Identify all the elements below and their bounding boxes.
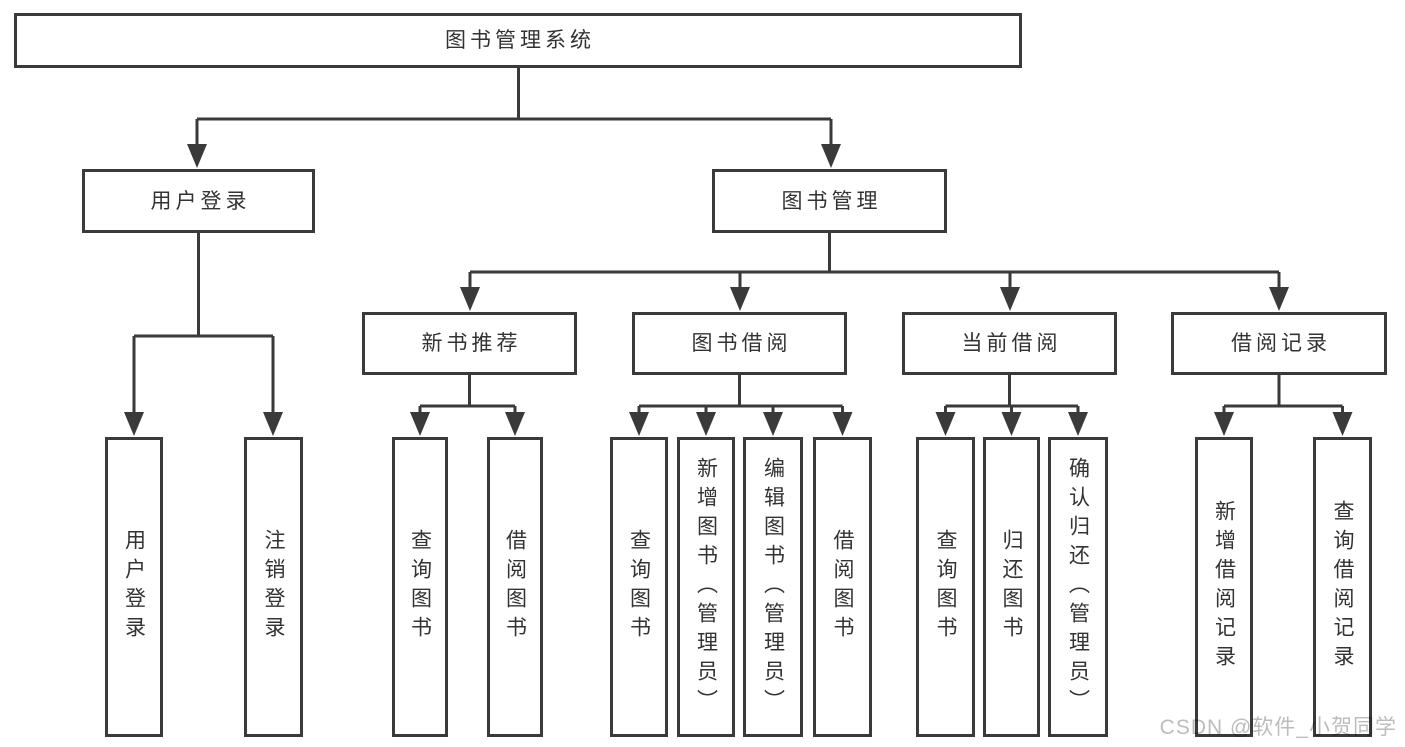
node-leaf-query-borrow-record: 查询借阅记录 — [1313, 437, 1372, 737]
connector-book-to-level3 — [460, 233, 1289, 311]
connector-records-to-leaves — [1214, 375, 1353, 436]
node-leaf-confirm-return-admin: 确认归还（管理员） — [1048, 437, 1108, 737]
csdn-watermark: CSDN @软件_小贺同学 — [1159, 716, 1397, 739]
connector-newbook-to-leaves — [410, 375, 525, 436]
node-leaf-edit-book-admin: 编辑图书（管理员） — [743, 437, 803, 737]
node-leaf-query-book-2: 查询图书 — [610, 437, 668, 737]
node-user-login-group: 用户登录 — [82, 169, 315, 233]
node-leaf-query-book-3: 查询图书 — [916, 437, 975, 737]
node-leaf-add-borrow-record: 新增借阅记录 — [1195, 437, 1253, 737]
node-book-borrow: 图书借阅 — [632, 312, 847, 375]
connector-root-to-level2 — [187, 68, 841, 168]
node-borrow-records: 借阅记录 — [1171, 312, 1387, 375]
node-library-system: 图书管理系统 — [14, 13, 1022, 68]
connector-borrow-to-leaves — [629, 375, 853, 436]
node-leaf-query-book-1: 查询图书 — [392, 437, 448, 737]
node-leaf-logout: 注销登录 — [244, 437, 303, 737]
node-leaf-add-book-admin: 新增图书（管理员） — [677, 437, 735, 737]
node-leaf-return-book: 归还图书 — [983, 437, 1040, 737]
connector-current-to-leaves — [935, 375, 1088, 436]
connector-user-to-leaves — [124, 233, 283, 436]
node-current-borrow: 当前借阅 — [902, 312, 1117, 375]
node-book-management: 图书管理 — [712, 169, 947, 233]
node-leaf-borrow-book-1: 借阅图书 — [487, 437, 543, 737]
node-leaf-borrow-book-2: 借阅图书 — [813, 437, 872, 737]
node-leaf-user-login: 用户登录 — [105, 437, 163, 737]
node-new-book-recommend: 新书推荐 — [362, 312, 577, 375]
